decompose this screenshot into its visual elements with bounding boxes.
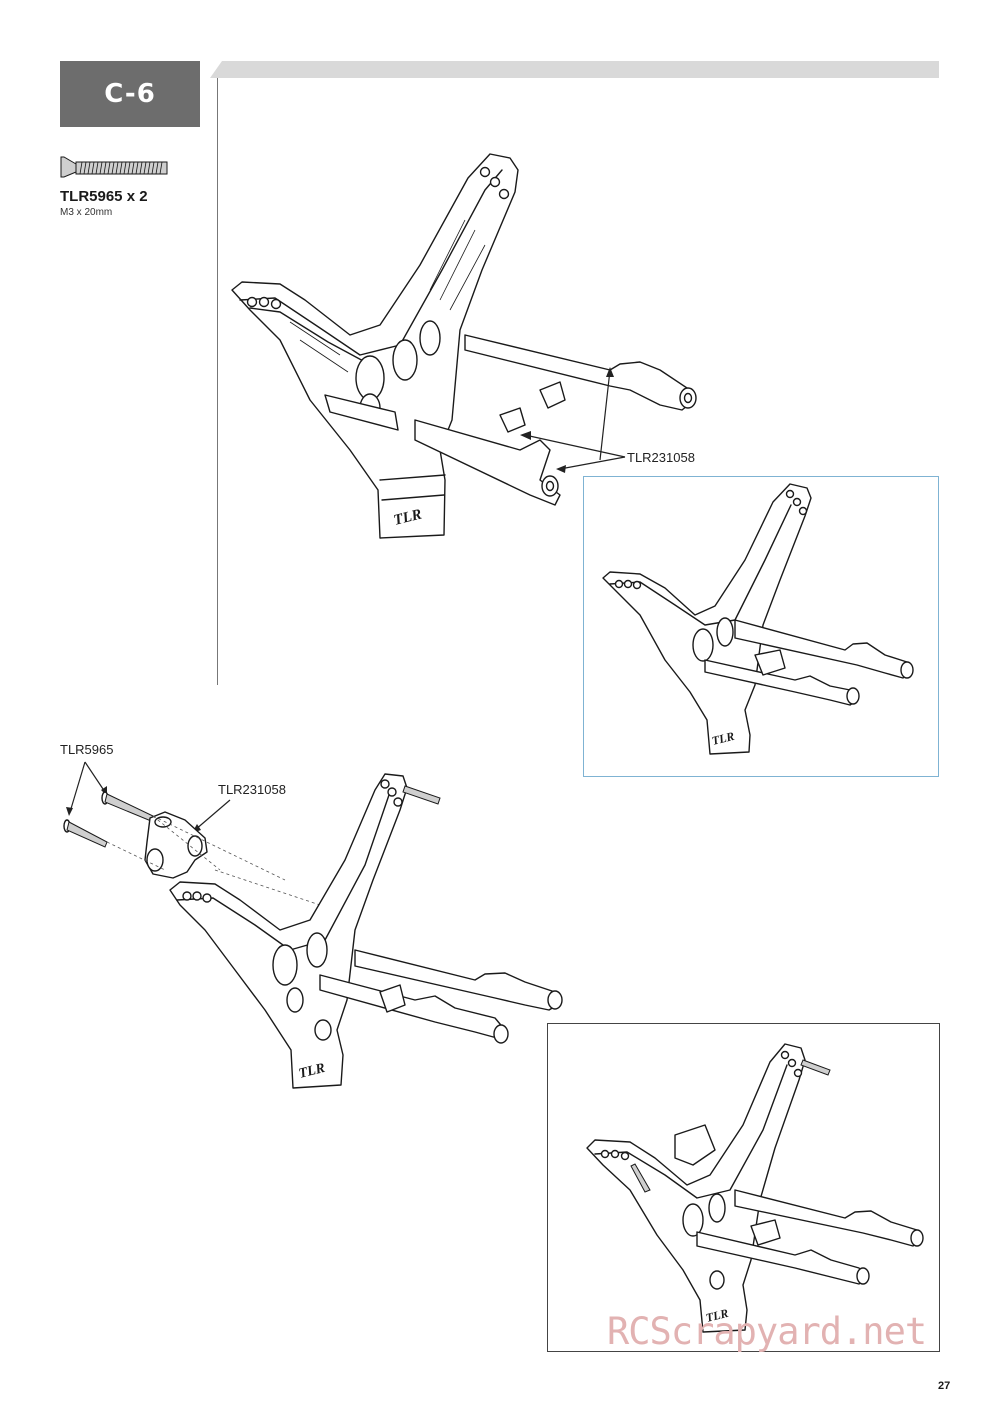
step-badge: C-6 [60,61,200,127]
svg-text:TLR: TLR [710,729,735,748]
step-label: C-6 [104,79,156,109]
screw-part-label: TLR5965 [60,742,114,757]
hardware-size: M3 x 20mm [60,207,113,218]
mount-part-label: TLR231058 [627,450,695,465]
svg-text:TLR: TLR [704,1306,729,1325]
sidebar-divider [217,78,218,685]
shock-tower-illustration: TLR [231,153,697,539]
exploded-assembly-illustration: TLR [63,761,563,1089]
completed-tower-illustration: TLR [602,483,914,755]
svg-text:TLR: TLR [392,506,423,528]
bracket-part-label: TLR231058 [218,782,286,797]
mount-callout-arrows [520,367,626,473]
detail-view-assembled [547,1023,940,1352]
page-number: 27 [938,1380,951,1392]
hardware-code: TLR5965 x 2 [60,188,148,205]
svg-text:TLR: TLR [297,1061,326,1082]
header-bar [210,61,939,78]
watermark: RCScrapyard.net [607,1310,927,1353]
detail-view-completed [583,476,939,777]
screw-icon [60,156,168,178]
assembled-tower-illustration: TLR [586,1043,924,1333]
